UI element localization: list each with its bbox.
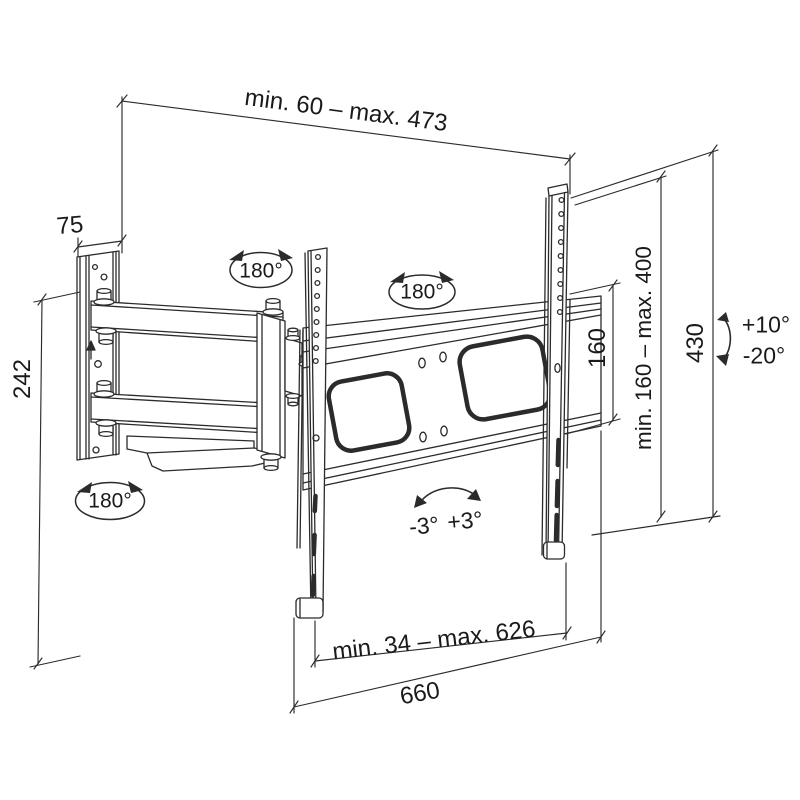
crossbar — [302, 295, 602, 491]
swivel-indicator-bottom-left — [74, 481, 146, 521]
crossbar-cutout-right — [457, 334, 553, 422]
up-arrow-icon — [86, 340, 96, 360]
dim-plate-width — [73, 234, 127, 258]
mount-hole — [100, 273, 108, 281]
mount-hole — [91, 263, 99, 271]
tilt-label-down: -20° — [742, 342, 786, 369]
rotation-arrow-icon — [229, 250, 244, 261]
level-arrow-icon — [414, 495, 427, 508]
crossbar-hole — [418, 357, 426, 369]
level-indicator — [414, 487, 481, 508]
tilt-arrow-icon — [717, 312, 729, 322]
rotation-arrow-icon — [278, 249, 293, 261]
rotation-arrow-icon — [390, 272, 405, 283]
dim-top-extension — [116, 94, 576, 254]
dim-label-bracket-height: 430 — [682, 322, 709, 364]
stopper-bracket — [126, 435, 272, 472]
lower-arm — [90, 392, 284, 435]
crossbar-hole — [419, 431, 427, 443]
crossbar-hole — [440, 425, 448, 437]
tilt-label-up: +10° — [741, 311, 791, 338]
swivel-label-top-left: 180° — [239, 259, 283, 283]
crossbar-cutout-left — [326, 371, 412, 453]
mount-hole — [92, 446, 100, 454]
level-arrow-icon — [467, 489, 481, 501]
dim-label-vesa-range: min. 160 – max. 400 — [630, 246, 656, 450]
dim-label-vesa-hole-spacing: 160 — [584, 327, 611, 369]
dim-bracket-height — [570, 144, 721, 536]
mount-hole — [94, 360, 102, 368]
rotation-arrow-icon — [128, 481, 143, 493]
dim-rail-span — [310, 562, 572, 668]
upper-arm — [90, 300, 284, 344]
dim-vesa-range — [574, 170, 667, 523]
dim-crossbar-length — [289, 430, 606, 714]
swivel-label-center: 180° — [400, 280, 444, 304]
dim-label-plate-width: 75 — [55, 210, 85, 241]
level-label-neg: -3° — [408, 511, 440, 540]
swivel-label-bottom-left: 180° — [88, 489, 132, 513]
dim-label-plate-height: 242 — [9, 358, 36, 400]
level-label-pos: +3° — [446, 506, 484, 535]
vesa-rail-left — [295, 247, 328, 619]
dimension-lines — [29, 94, 721, 714]
swivel-indicator-top-left — [229, 249, 293, 289]
dim-vesa-hole-spacing — [565, 279, 621, 435]
vesa-rail-right — [541, 183, 571, 560]
dim-plate-height — [29, 291, 81, 670]
rotation-arrow-icon — [439, 271, 454, 283]
crossbar-hole — [439, 351, 447, 363]
swivel-indicator-center — [388, 271, 456, 310]
elbow-link — [256, 312, 303, 459]
tilt-indicator — [716, 312, 732, 366]
tilt-arrow-icon — [716, 354, 729, 366]
pivot-bolts — [93, 287, 314, 472]
tilt-rod — [296, 329, 304, 549]
rotation-arrow-icon — [77, 482, 92, 493]
